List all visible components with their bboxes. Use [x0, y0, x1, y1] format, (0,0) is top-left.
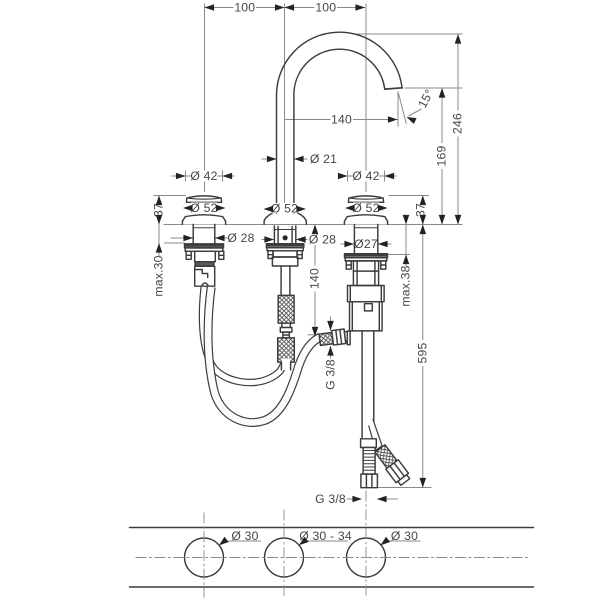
svg-text:100: 100 [234, 1, 255, 15]
svg-text:100: 100 [315, 1, 336, 15]
svg-text:G 3/8: G 3/8 [324, 359, 338, 390]
svg-text:Ø 52: Ø 52 [352, 201, 379, 215]
svg-text:Ø 28: Ø 28 [227, 231, 254, 245]
svg-text:Ø 30 - 34: Ø 30 - 34 [299, 529, 352, 543]
svg-text:140: 140 [308, 268, 322, 289]
svg-text:37: 37 [152, 203, 166, 217]
svg-text:Ø 52: Ø 52 [271, 202, 298, 216]
svg-text:G 3/8: G 3/8 [315, 492, 346, 506]
svg-text:169: 169 [435, 146, 449, 167]
svg-text:Ø 28: Ø 28 [309, 233, 336, 247]
svg-text:Ø27: Ø27 [354, 237, 378, 251]
svg-text:Ø 21: Ø 21 [310, 152, 337, 166]
svg-text:595: 595 [416, 343, 430, 364]
svg-text:Ø 30: Ø 30 [231, 529, 258, 543]
svg-text:Ø 42: Ø 42 [190, 169, 217, 183]
svg-text:140: 140 [331, 113, 352, 127]
svg-text:246: 246 [451, 113, 465, 134]
svg-text:37: 37 [414, 203, 428, 217]
svg-text:Ø 30: Ø 30 [391, 529, 418, 543]
svg-text:max.30: max.30 [152, 255, 166, 296]
svg-text:max.38: max.38 [399, 265, 413, 306]
svg-text:Ø 52: Ø 52 [190, 201, 217, 215]
svg-text:Ø 42: Ø 42 [352, 169, 379, 183]
